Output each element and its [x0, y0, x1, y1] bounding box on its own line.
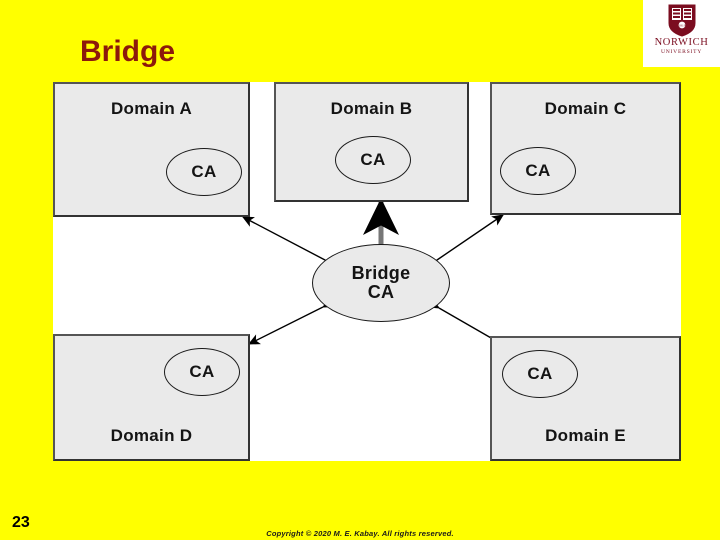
bridge-ca-line1: Bridge: [351, 262, 411, 283]
domain-c-label: Domain C: [544, 99, 627, 118]
domain-e-label: Domain E: [545, 426, 626, 445]
bridge-ca-diagram: Domain A CA Domain B CA Domain C CA CA D…: [53, 82, 681, 461]
domain-c-ca-node[interactable]: CA: [500, 147, 576, 195]
logo-wordmark: NORWICH: [654, 37, 709, 48]
domain-d-ca-node[interactable]: CA: [164, 348, 240, 396]
domain-box-d[interactable]: CA Domain D: [53, 334, 250, 461]
shield-crest-icon: 1819: [668, 4, 695, 37]
page-title: Bridge: [80, 35, 176, 68]
page-number: 23: [12, 514, 30, 531]
logo-subtitle: UNIVERSITY: [660, 49, 703, 55]
domain-box-a[interactable]: Domain A CA: [53, 82, 250, 217]
norwich-university-logo: 1819 NORWICH UNIVERSITY: [643, 0, 720, 67]
domain-b-ca-node[interactable]: CA: [335, 136, 411, 184]
bridge-ca-line2: CA: [367, 282, 395, 302]
copyright-notice: Copyright © 2020 M. E. Kabay. All rights…: [266, 529, 454, 538]
arrow-bridge-to-domain-a: [242, 216, 337, 270]
domain-box-b[interactable]: Domain B CA: [274, 82, 469, 202]
domain-a-label: Domain A: [110, 99, 193, 118]
bridge-ca-node[interactable]: Bridge CA: [312, 244, 450, 322]
arrow-bridge-to-domain-d: [247, 297, 335, 345]
domain-b-label: Domain B: [330, 99, 413, 118]
domain-e-ca-node[interactable]: CA: [502, 350, 578, 398]
domain-a-ca-node[interactable]: CA: [166, 148, 242, 196]
arrow-bridge-to-domain-c: [425, 214, 504, 271]
domain-box-e[interactable]: CA Domain E: [490, 336, 681, 461]
domain-box-c[interactable]: Domain C CA: [490, 82, 681, 215]
svg-text:1819: 1819: [678, 24, 685, 28]
domain-d-label: Domain D: [110, 426, 193, 445]
